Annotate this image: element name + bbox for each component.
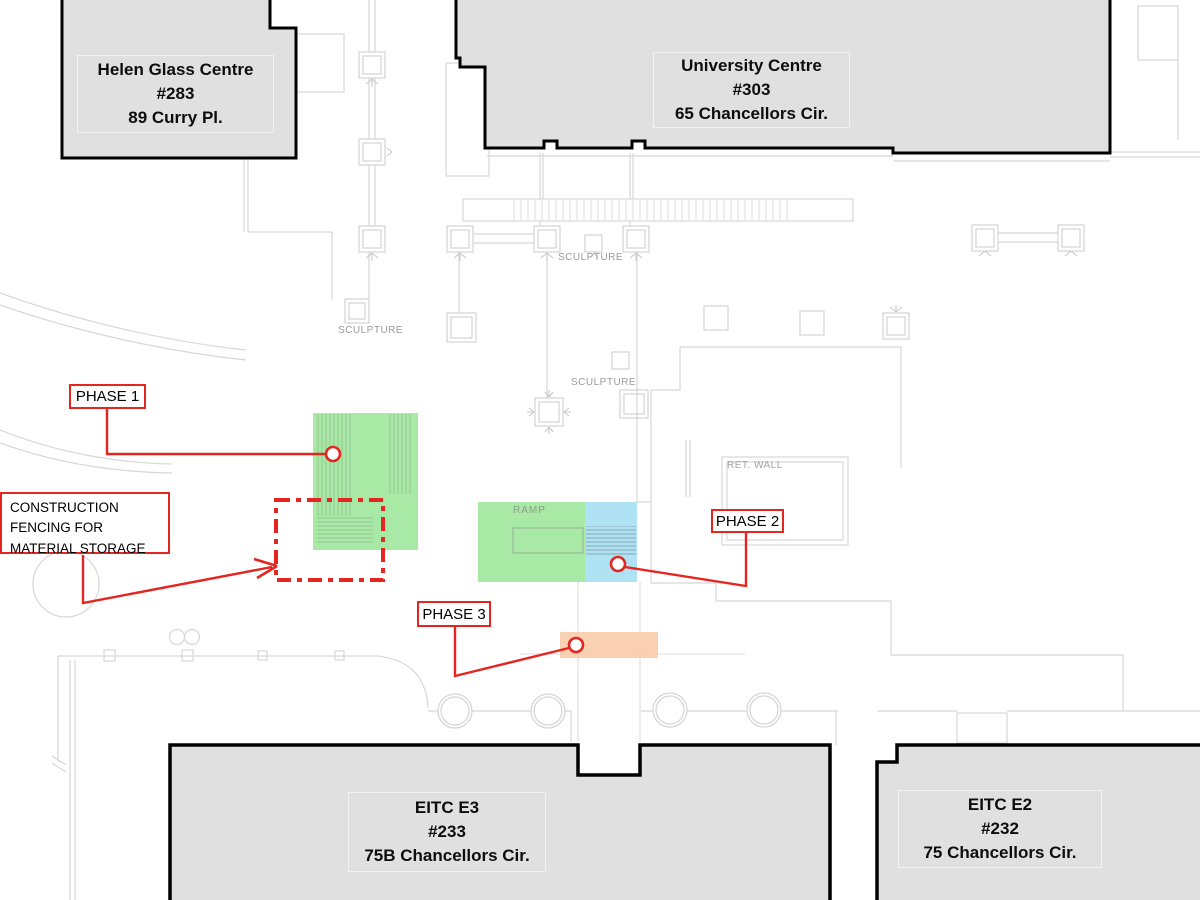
building-university-centre-shape: [454, 0, 1112, 155]
building-eitc-e3-shape: [168, 743, 832, 900]
building-eitc-e2-shape: [875, 743, 1200, 900]
ramp-zone: [478, 502, 585, 582]
building-number: #232: [981, 818, 1019, 838]
red-annotations: [81, 408, 748, 678]
fencing-arrow-line: [81, 555, 273, 605]
building-number: #303: [732, 79, 771, 99]
buildings: [60, 0, 1200, 900]
building-label-eitc-e2: EITC E2 #232 75 Chancellors Cir.: [898, 790, 1102, 868]
material-storage-fence-outline: [274, 498, 385, 582]
ramp-label: RAMP: [513, 505, 546, 516]
phase3-leader-dot: [567, 636, 585, 654]
phase1-label: PHASE 1: [69, 384, 146, 409]
tree-circles: [437, 692, 782, 729]
phase1-leader-line: [105, 408, 326, 456]
building-helen-glass-shape: [60, 0, 298, 160]
phase2-label: PHASE 2: [711, 509, 784, 533]
sculpture-label-3: SCULPTURE: [571, 377, 637, 388]
building-name: University Centre: [681, 55, 822, 75]
building-label-eitc-e3: EITC E3 #233 75B Chancellors Cir.: [348, 792, 546, 872]
building-number: #233: [428, 821, 466, 841]
building-address: 75 Chancellors Cir.: [923, 843, 1077, 863]
building-address: 65 Chancellors Cir.: [674, 104, 829, 124]
sculpture-label-2: SCULPTURE: [338, 325, 404, 336]
fencing-arrow-head: [253, 557, 278, 580]
building-label-helen-glass: Helen Glass Centre #283 89 Curry Pl.: [77, 55, 274, 133]
building-label-university-centre: University Centre #303 65 Chancellors Ci…: [653, 52, 850, 128]
building-name: EITC E2: [967, 794, 1033, 814]
building-name: EITC E3: [414, 797, 480, 817]
building-address: 75B Chancellors Cir.: [364, 846, 530, 866]
planter-squares: [344, 51, 1085, 434]
phase3-label: PHASE 3: [417, 601, 491, 627]
phase2-leader-line: [624, 532, 748, 588]
building-number: #283: [156, 83, 195, 103]
building-address: 89 Curry Pl.: [128, 108, 223, 128]
phase2-leader-dot: [609, 555, 627, 573]
phase1-leader-dot: [324, 445, 342, 463]
phase3-leader-line: [453, 627, 570, 678]
ret-wall-label: RET. WALL: [727, 460, 783, 471]
building-name: Helen Glass Centre: [97, 59, 254, 79]
construction-fencing-label: CONSTRUCTION FENCING FOR MATERIAL STORAG…: [0, 492, 170, 556]
sculpture-label-1: SCULPTURE: [558, 252, 624, 263]
